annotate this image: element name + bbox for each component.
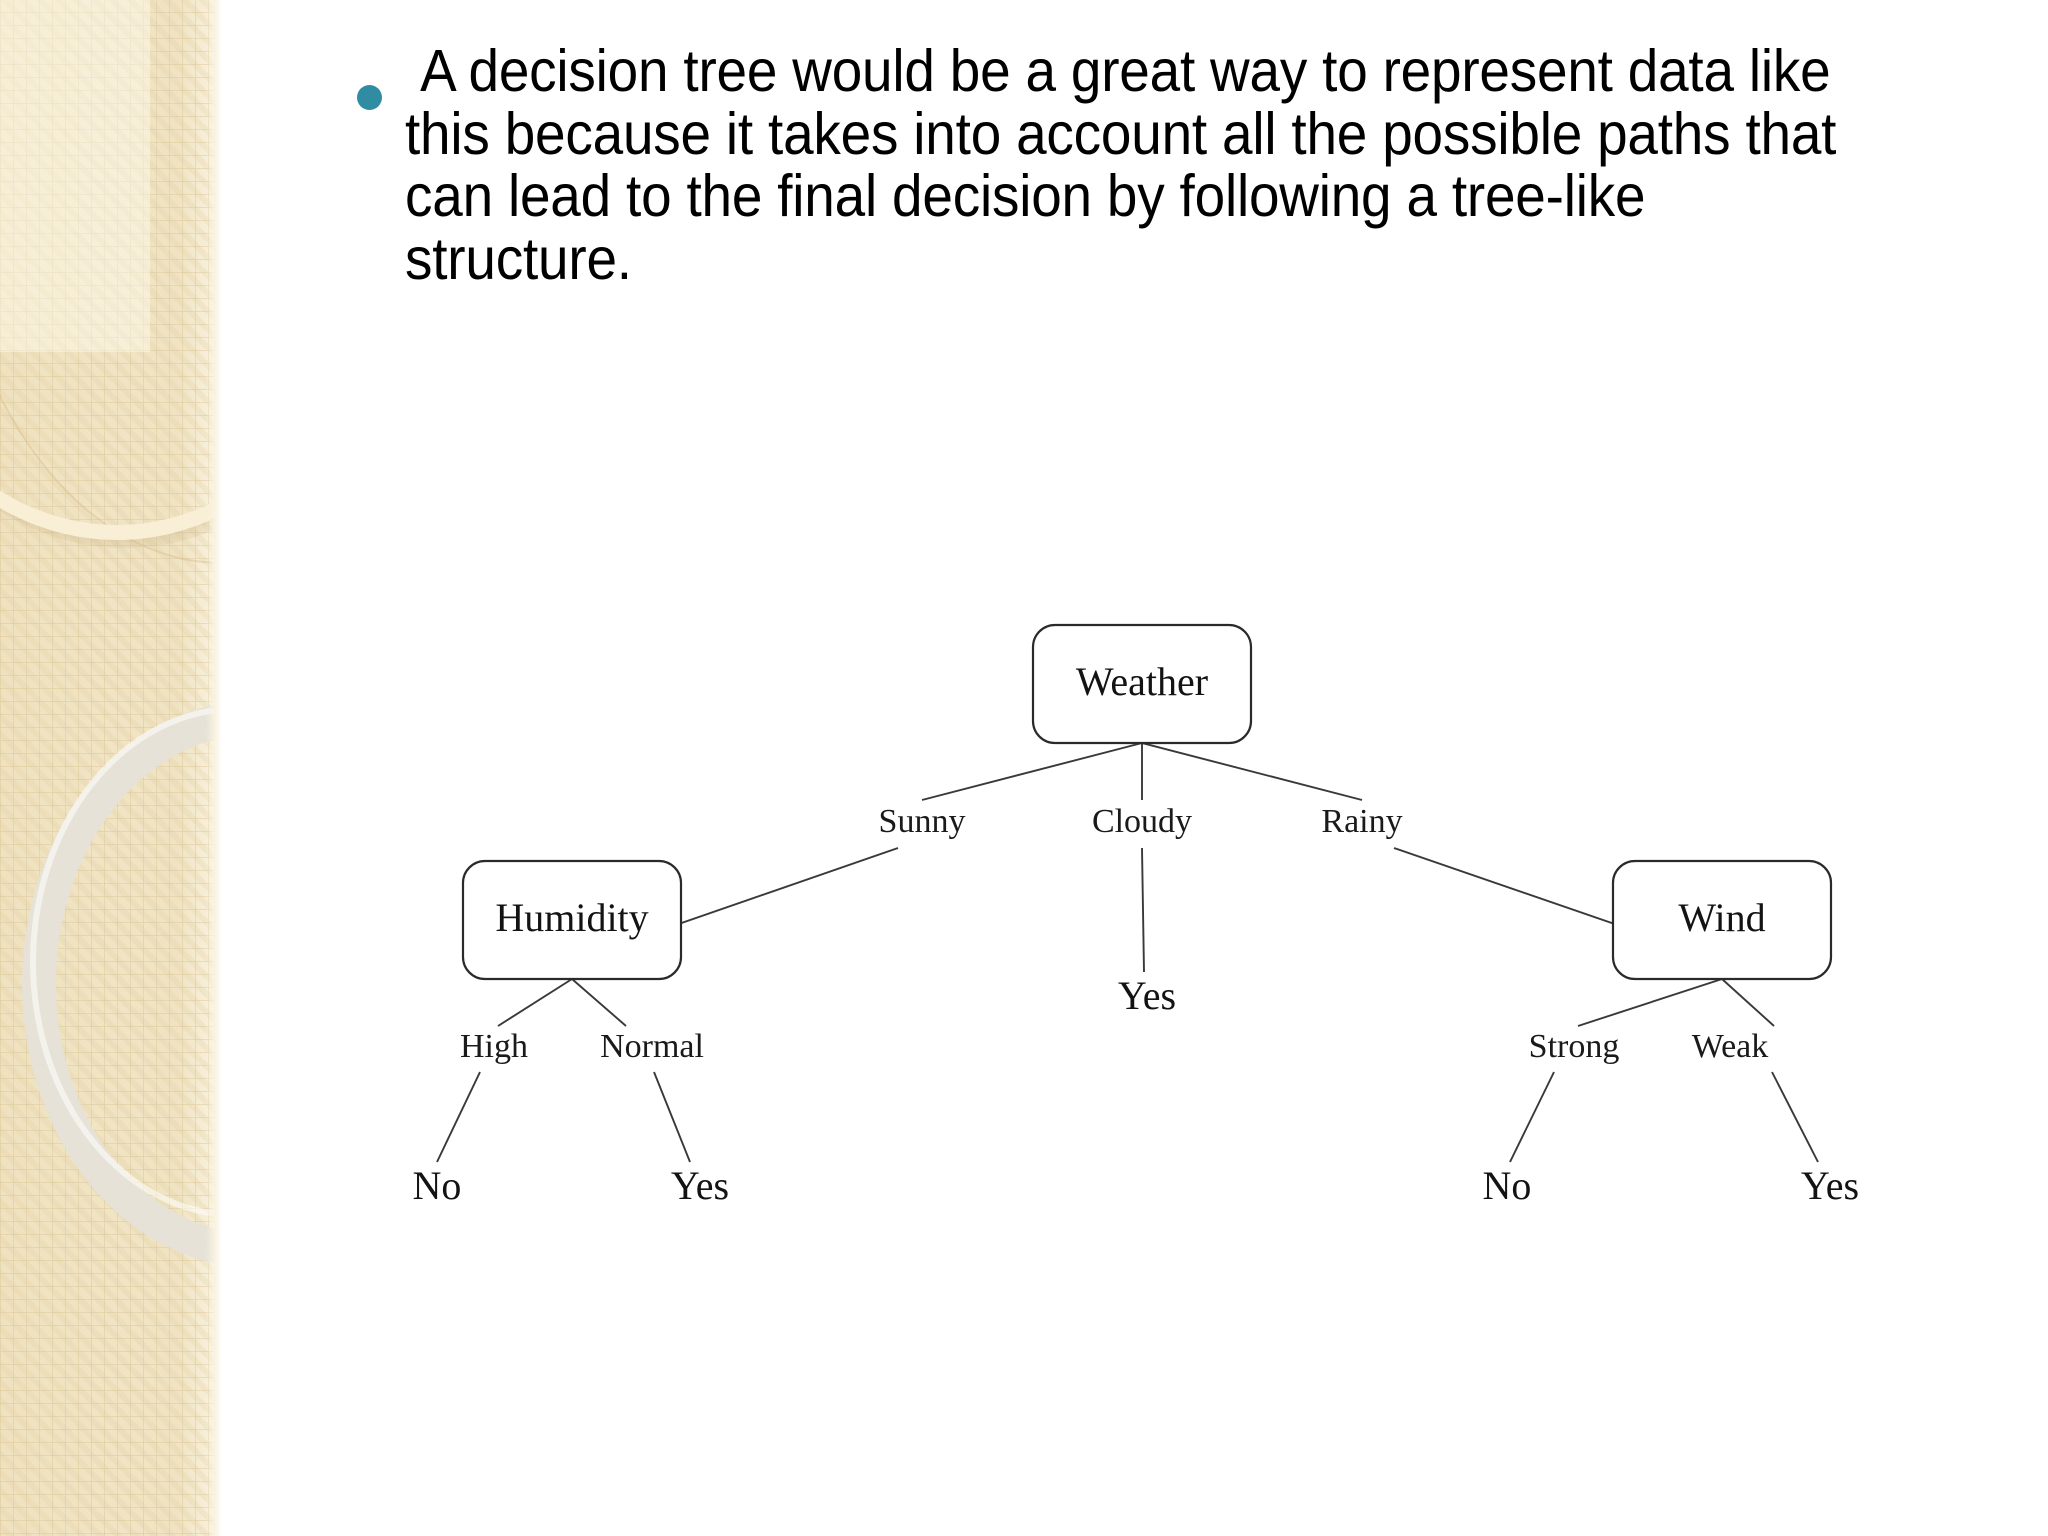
bullet-dot-icon <box>357 85 382 110</box>
decorative-sidebar <box>0 0 222 1536</box>
sidebar-edge-fade <box>206 0 222 1536</box>
bullet-text: A decision tree would be a great way to … <box>405 38 1852 292</box>
list-item: A decision tree would be a great way to … <box>357 40 1957 290</box>
bullet-list: A decision tree would be a great way to … <box>357 40 1957 290</box>
decorative-ring-upper <box>0 0 222 540</box>
slide-content: A decision tree would be a great way to … <box>222 0 2048 1536</box>
